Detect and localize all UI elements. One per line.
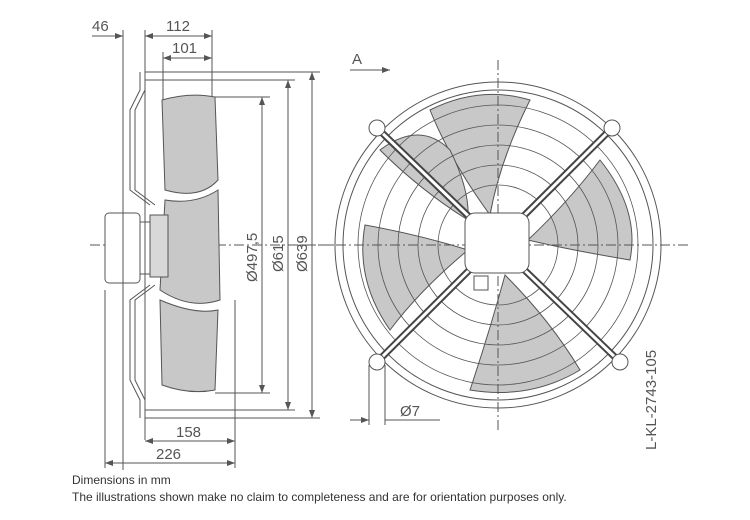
dim-101: 101 — [172, 40, 197, 57]
dim-dia-639: Ø639 — [294, 235, 311, 272]
dim-158: 158 — [176, 424, 201, 441]
units-note: Dimensions in mm — [72, 473, 171, 487]
side-view — [90, 30, 340, 470]
view-label-a: A — [352, 51, 362, 68]
dim-226: 226 — [156, 446, 181, 463]
drawing-id: L-KL-2743-105 — [643, 350, 660, 450]
dim-dia-615: Ø615 — [270, 235, 287, 272]
disclaimer-note: The illustrations shown make no claim to… — [72, 490, 567, 504]
dim-112: 112 — [166, 18, 190, 35]
dim-46: 46 — [92, 18, 109, 35]
dim-hole: Ø7 — [400, 403, 420, 420]
dim-dia-497: Ø497,5 — [244, 233, 261, 282]
front-view — [300, 60, 690, 430]
